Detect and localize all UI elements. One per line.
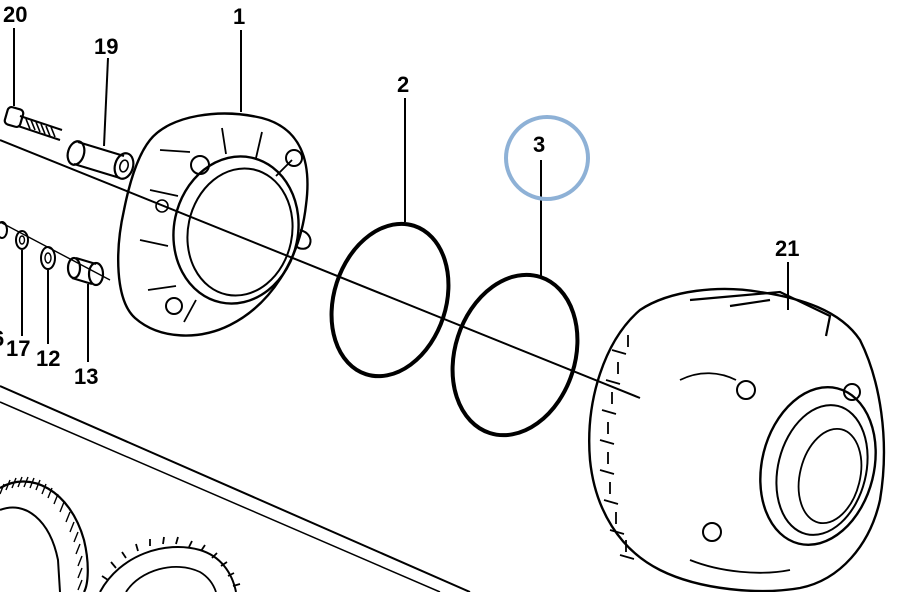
leader-lines bbox=[13, 28, 789, 362]
part-20-bolt[interactable] bbox=[3, 105, 63, 141]
callout-6[interactable]: 6 bbox=[0, 326, 4, 351]
toothed-gear-part bbox=[99, 536, 241, 592]
part-21-housing[interactable] bbox=[588, 287, 891, 592]
callout-21[interactable]: 21 bbox=[775, 236, 799, 261]
callout-2[interactable]: 2 bbox=[397, 72, 409, 97]
callout-highlight-ring bbox=[504, 115, 590, 201]
callout-1[interactable]: 1 bbox=[233, 4, 245, 29]
callout-13[interactable]: 13 bbox=[74, 364, 98, 389]
part-1-cover[interactable] bbox=[117, 112, 312, 337]
callout-19[interactable]: 19 bbox=[94, 34, 118, 59]
callout-3[interactable]: 3 bbox=[533, 132, 545, 157]
callout-17[interactable]: 17 bbox=[6, 336, 30, 361]
part-6-washer[interactable] bbox=[0, 221, 8, 239]
part-13-spacer[interactable] bbox=[66, 256, 105, 287]
part-3-oring[interactable] bbox=[433, 258, 598, 451]
part-19-sleeve[interactable] bbox=[65, 139, 136, 181]
part-17-washer[interactable] bbox=[15, 230, 29, 250]
small-parts-axis bbox=[0, 221, 111, 281]
callout-12[interactable]: 12 bbox=[36, 346, 60, 371]
assembly-axis-line bbox=[0, 139, 641, 592]
clutch-disc-part bbox=[0, 476, 89, 592]
part-2-oring[interactable] bbox=[313, 209, 468, 392]
callout-20[interactable]: 20 bbox=[3, 2, 27, 27]
